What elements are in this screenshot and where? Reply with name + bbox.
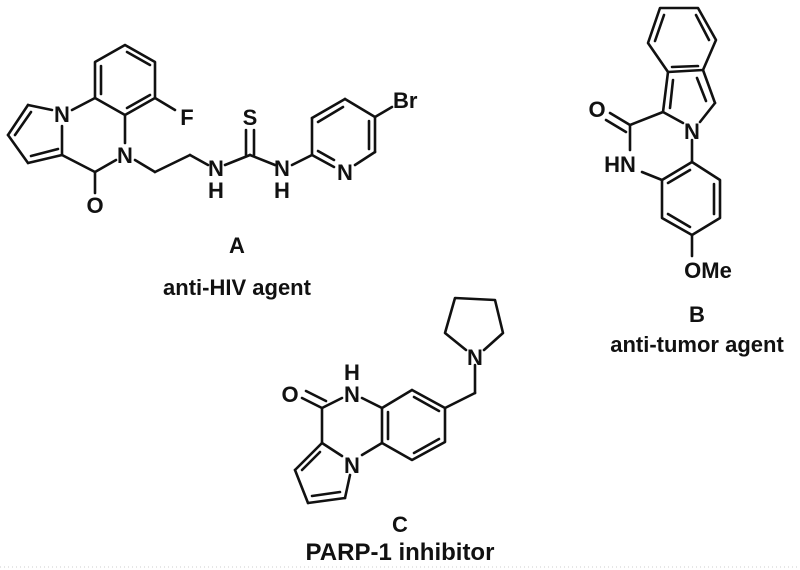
- atom-hn: HN: [604, 152, 636, 177]
- compound-a-activity: anti-HIV agent: [163, 275, 312, 300]
- compound-a-structure: N N F O S N H N H N Br: [6, 43, 418, 218]
- compound-a-label: A: [229, 233, 245, 258]
- atom-nh1-n: N: [208, 156, 224, 181]
- atom-n-amide: N: [117, 143, 133, 168]
- atom-nh-h: H: [344, 360, 360, 385]
- atom-n-pyrrole: N: [344, 453, 360, 478]
- compound-c-structure: O N H N N: [281, 296, 505, 505]
- atom-n: N: [684, 119, 700, 144]
- atom-f: F: [180, 105, 193, 130]
- atom-nh2-n: N: [274, 156, 290, 181]
- compound-b-activity: anti-tumor agent: [610, 332, 784, 357]
- compound-c-activity: PARP-1 inhibitor: [306, 539, 495, 566]
- atom-nh2-h: H: [274, 178, 290, 203]
- compound-b-structure: O HN N OMe: [588, 6, 732, 283]
- atom-nh-n: N: [344, 382, 360, 407]
- atom-o: O: [86, 193, 103, 218]
- atom-s: S: [243, 105, 258, 130]
- compound-b-label: B: [689, 302, 705, 327]
- atom-n-pyrrolidine: N: [467, 345, 483, 370]
- atom-ome: OMe: [684, 258, 732, 283]
- atom-nh1-h: H: [208, 178, 224, 203]
- atom-br: Br: [393, 88, 418, 113]
- atom-o: O: [281, 382, 298, 407]
- atom-n-pyrrole: N: [54, 102, 70, 127]
- atom-n-pyridine: N: [337, 160, 353, 185]
- compound-c-label: C: [392, 512, 408, 537]
- atom-o: O: [588, 97, 605, 122]
